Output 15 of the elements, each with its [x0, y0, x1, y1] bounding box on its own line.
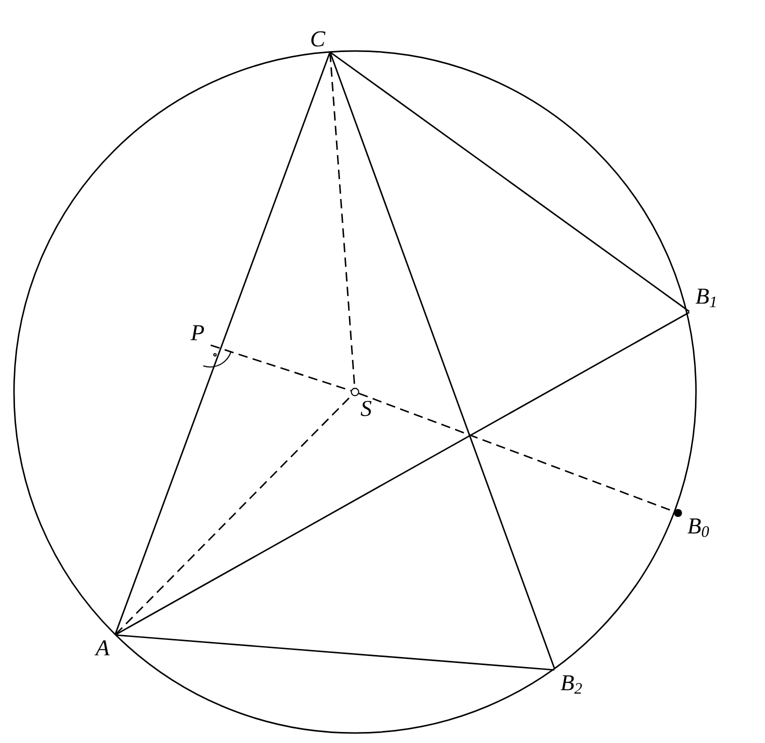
- point: P: [190, 325, 204, 340]
- line-segment: [116, 634, 554, 671]
- node-label: S: [360, 400, 372, 416]
- point: B$_{2}$: [560, 675, 582, 694]
- point: B$_{1}$: [696, 288, 716, 308]
- line-segment: [115, 312, 690, 636]
- point: C: [311, 31, 326, 47]
- line-segment: [114, 52, 330, 635]
- point: A: [94, 640, 110, 656]
- line-segment: [330, 52, 556, 670]
- dashed-line: [210, 344, 352, 392]
- point: B$_{0}$: [674, 509, 709, 537]
- node-label: B$_{0}$: [688, 518, 709, 537]
- line-segment: [330, 52, 690, 312]
- point: S: [350, 388, 372, 416]
